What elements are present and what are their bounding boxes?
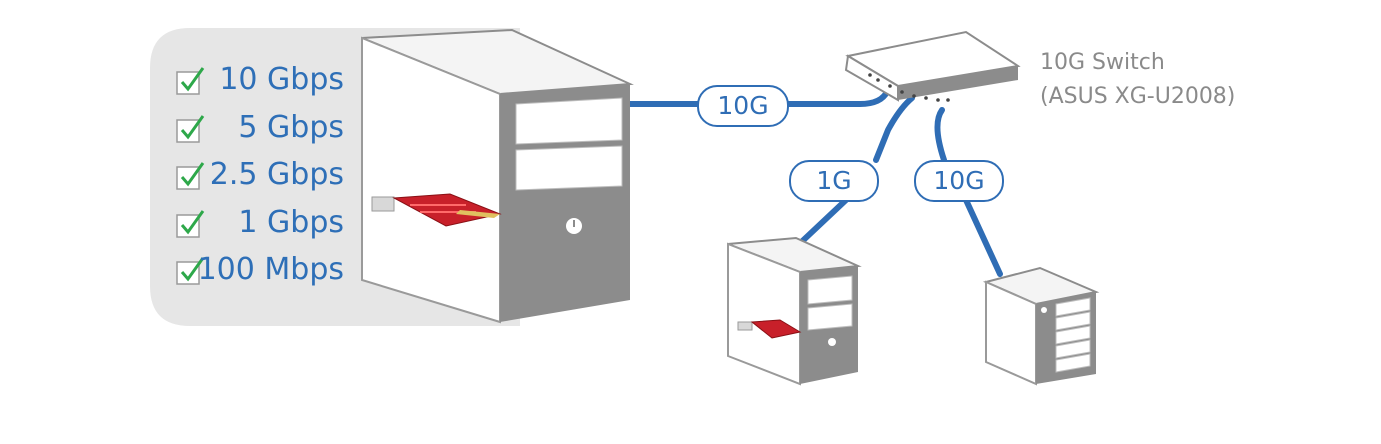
- speed-label: 100 Mbps: [197, 252, 344, 287]
- pc-link-speed-label: 1G: [789, 160, 879, 202]
- nas-storage-device: [982, 266, 1100, 386]
- speed-item: 2.5 Gbps: [175, 155, 350, 195]
- pc-cable: [792, 95, 915, 251]
- speed-item: 5 Gbps: [175, 108, 350, 148]
- speed-label: 1 Gbps: [238, 205, 344, 240]
- power-button-icon: [828, 338, 836, 346]
- speed-item: 100 Mbps: [175, 250, 350, 290]
- switch-name: 10G Switch: [1040, 50, 1165, 75]
- network-switch: [844, 30, 1021, 102]
- speed-item: 10 Gbps: [175, 60, 350, 100]
- checkbox-checked-icon: [176, 210, 205, 238]
- speed-item: 1 Gbps: [175, 203, 350, 243]
- speed-label: 2.5 Gbps: [209, 157, 344, 192]
- checkbox-checked-icon: [176, 67, 205, 95]
- speed-label: 5 Gbps: [238, 110, 344, 145]
- checkbox-checked-icon: [176, 162, 205, 190]
- nas-cable: [934, 107, 1003, 277]
- main-pc-nic-card: [371, 193, 502, 227]
- speed-label: 10 Gbps: [219, 62, 344, 97]
- client-pc-tower: [727, 236, 862, 386]
- network-cables: [625, 87, 1003, 277]
- checkbox-checked-icon: [176, 115, 205, 143]
- nas-link-speed-label: 10G: [914, 160, 1004, 202]
- uplink-speed-label: 10G: [697, 85, 789, 127]
- switch-model: (ASUS XG-U2008): [1040, 84, 1236, 109]
- checkbox-checked-icon: [176, 257, 205, 285]
- main-pc-tower: [361, 28, 634, 324]
